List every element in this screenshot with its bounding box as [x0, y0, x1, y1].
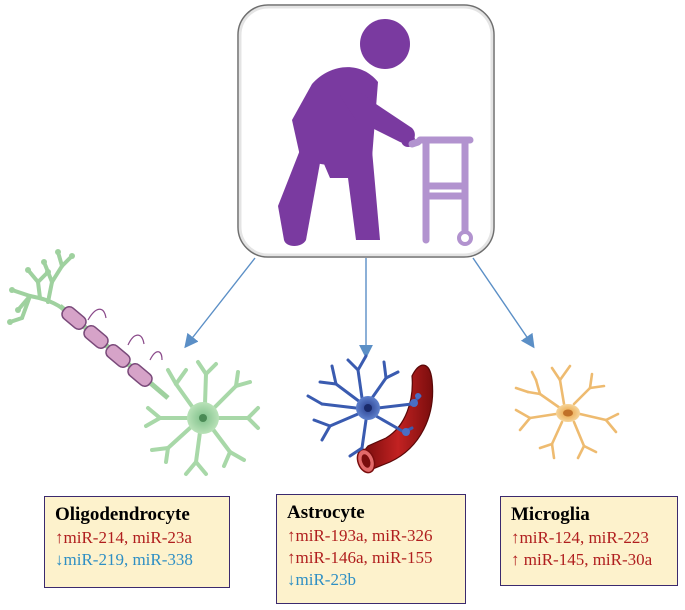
- oligodendrocyte-icon: [7, 249, 260, 476]
- microglia-mirna-up-1: ↑miR-124, miR-223: [511, 528, 649, 547]
- oligodendrocyte-title: Oligodendrocyte: [55, 504, 190, 525]
- astrocyte-box: Astrocyte ↑miR-193a, miR-326 ↑miR-146a, …: [276, 494, 466, 604]
- microglia-icon: [514, 364, 620, 460]
- oligodendrocyte-mirna-up: ↑miR-214, miR-23a: [55, 528, 192, 547]
- astrocyte-mirna-down: ↓miR-23b: [287, 570, 356, 589]
- microglia-title: Microglia: [511, 504, 590, 525]
- microglia-box: Microglia ↑miR-124, miR-223 ↑ miR-145, m…: [500, 496, 678, 586]
- elderly-person-with-walker-icon: [237, 4, 495, 258]
- oligodendrocyte-box: Oligodendrocyte ↑miR-214, miR-23a ↓miR-2…: [44, 496, 230, 588]
- astrocyte-mirna-up-2: ↑miR-146a, miR-155: [287, 548, 433, 567]
- oligodendrocyte-mirna-down: ↓miR-219, miR-338: [55, 550, 193, 569]
- astrocyte-mirna-up-1: ↑miR-193a, miR-326: [287, 526, 433, 545]
- astrocyte-with-blood-vessel-icon: [306, 354, 434, 474]
- arrow-to-microglia: [472, 257, 535, 349]
- arrow-to-oligodendrocyte: [184, 257, 256, 349]
- astrocyte-title: Astrocyte: [287, 502, 365, 523]
- microglia-mirna-up-2: ↑ miR-145, miR-30a: [511, 550, 653, 569]
